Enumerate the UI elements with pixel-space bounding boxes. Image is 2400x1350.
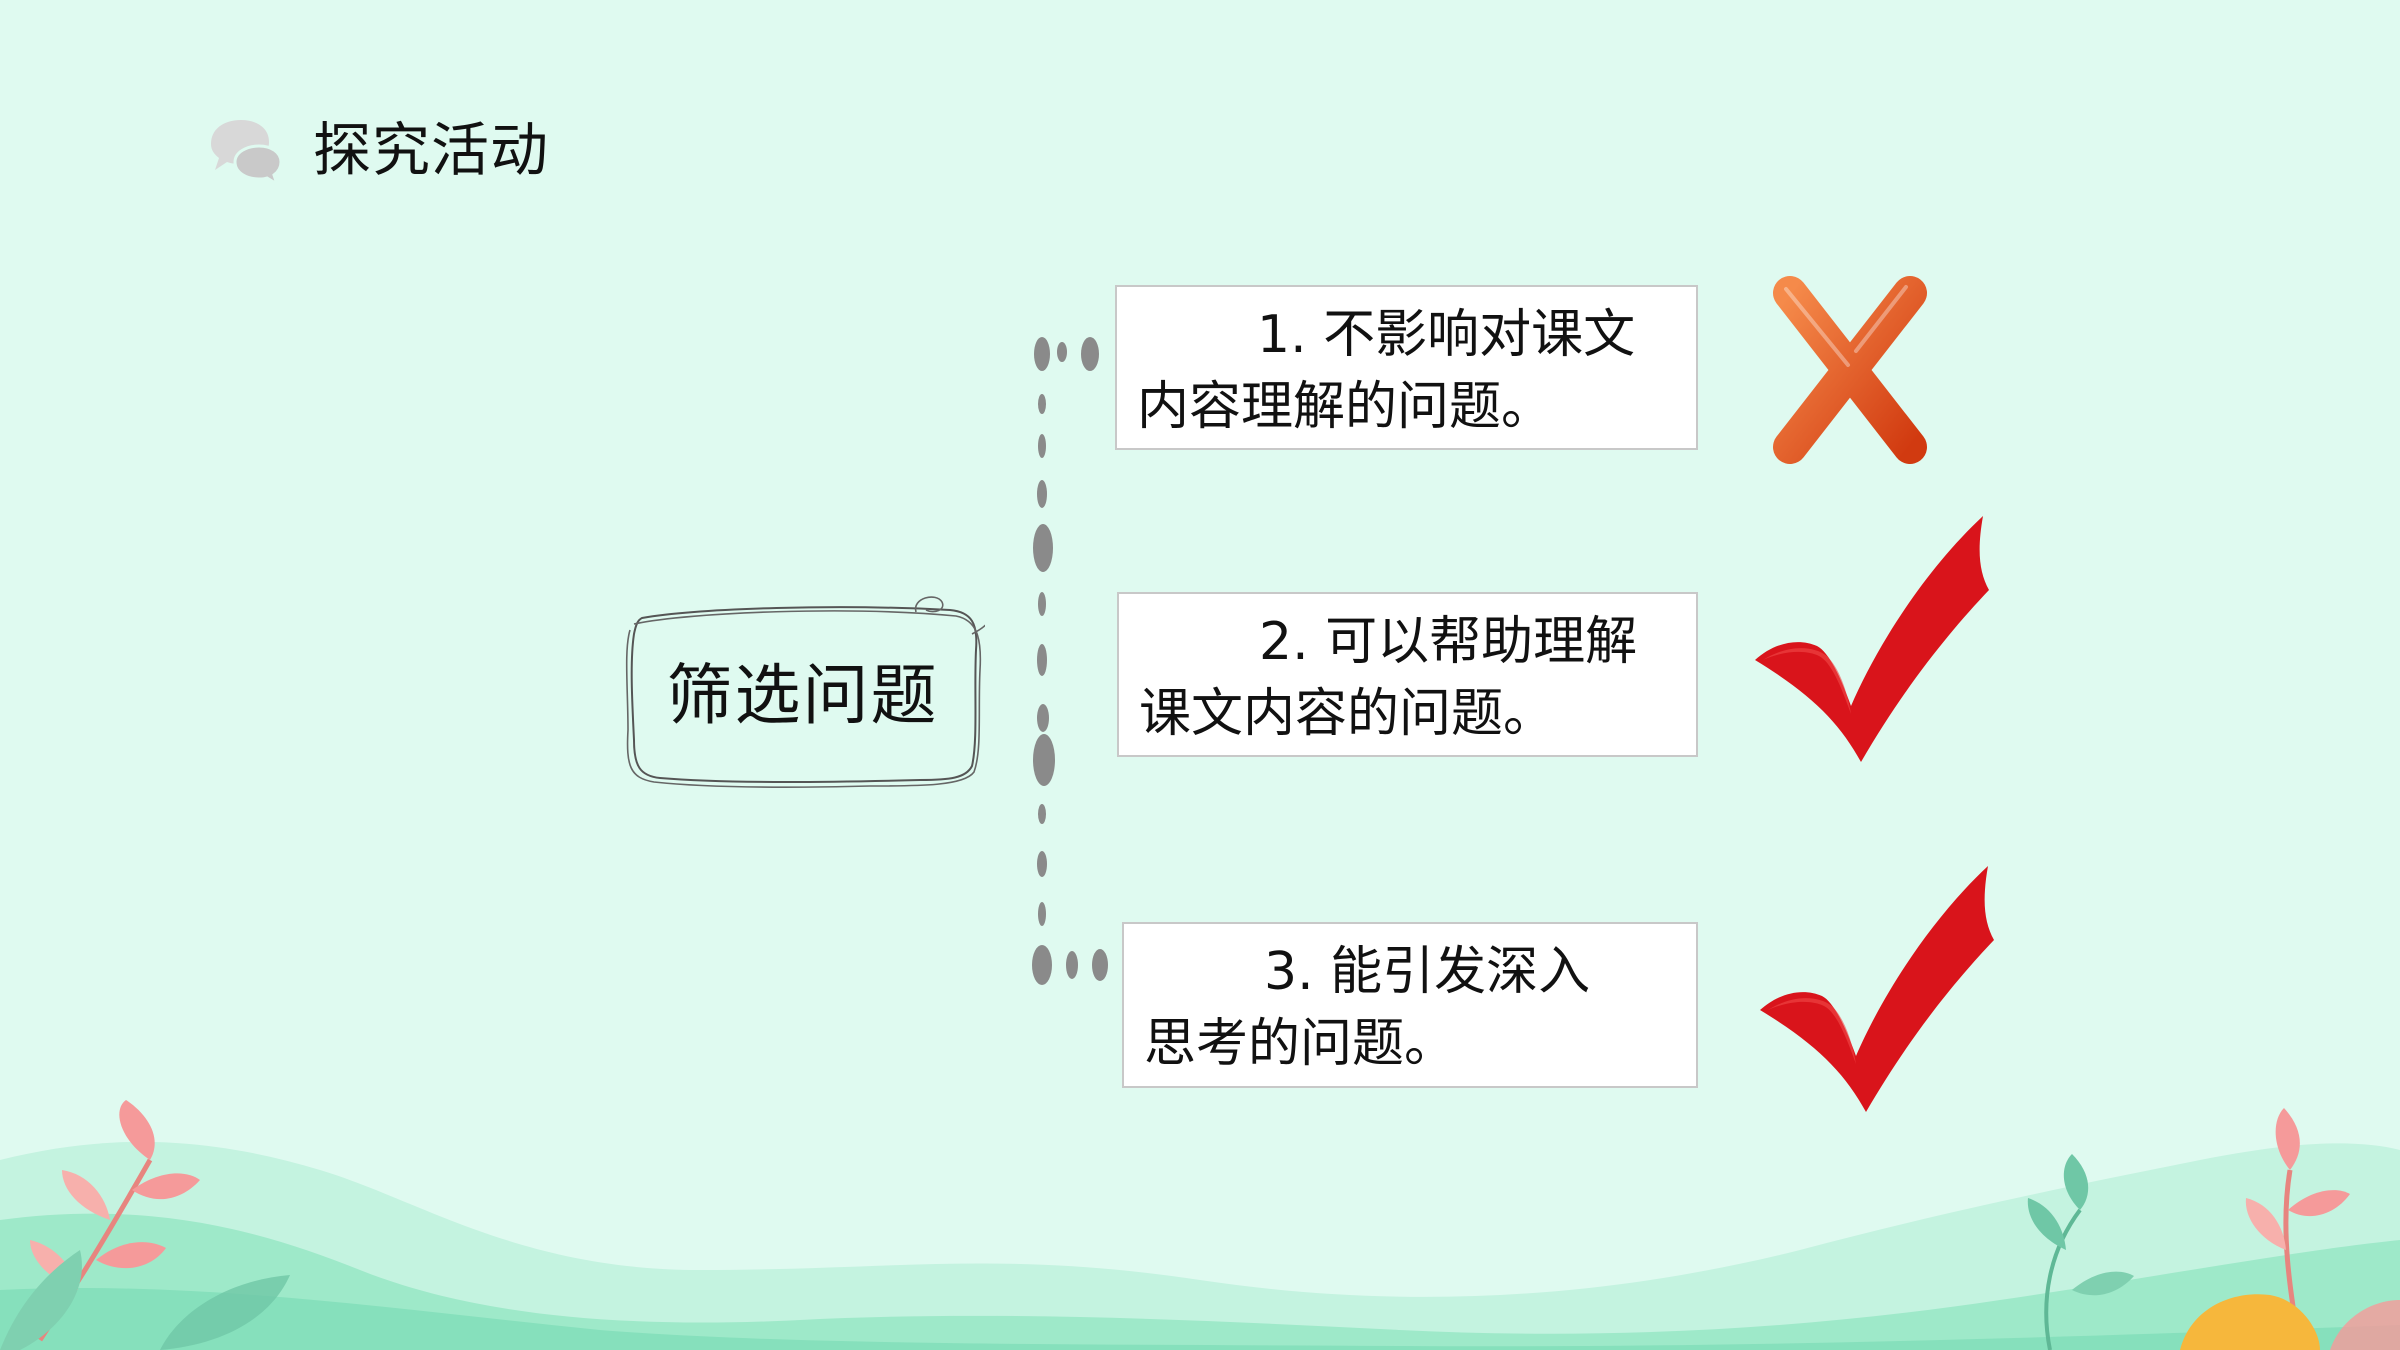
question-card-2-line1: 2. 可以帮助理解 xyxy=(1259,612,1638,672)
question-card-3: 3. 能引发深入 思考的问题。 xyxy=(1122,922,1698,1088)
cross-icon xyxy=(1773,276,1927,464)
check-icon xyxy=(1755,516,1989,762)
question-card-3-line1: 3. 能引发深入 xyxy=(1264,942,1591,1002)
check-icon xyxy=(1760,866,1994,1112)
question-card-2: 2. 可以帮助理解 课文内容的问题。 xyxy=(1117,592,1698,757)
question-card-1-line1: 1. 不影响对课文 xyxy=(1257,305,1636,365)
center-node: 筛选问题 xyxy=(620,590,985,790)
header: 探究活动 xyxy=(205,110,549,190)
page-title: 探究活动 xyxy=(313,116,550,184)
bottom-decoration xyxy=(0,1100,2400,1350)
dotted-connector xyxy=(1032,337,1108,985)
center-node-label: 筛选问题 xyxy=(666,657,939,734)
question-card-2-line2: 课文内容的问题。 xyxy=(1139,684,1556,744)
sketch-frame xyxy=(625,596,985,788)
question-card-1-line2: 内容理解的问题。 xyxy=(1137,377,1554,437)
speech-bubbles-icon xyxy=(211,120,283,188)
question-card-3-line2: 思考的问题。 xyxy=(1144,1014,1457,1074)
question-card-1: 1. 不影响对课文 内容理解的问题。 xyxy=(1115,285,1698,450)
